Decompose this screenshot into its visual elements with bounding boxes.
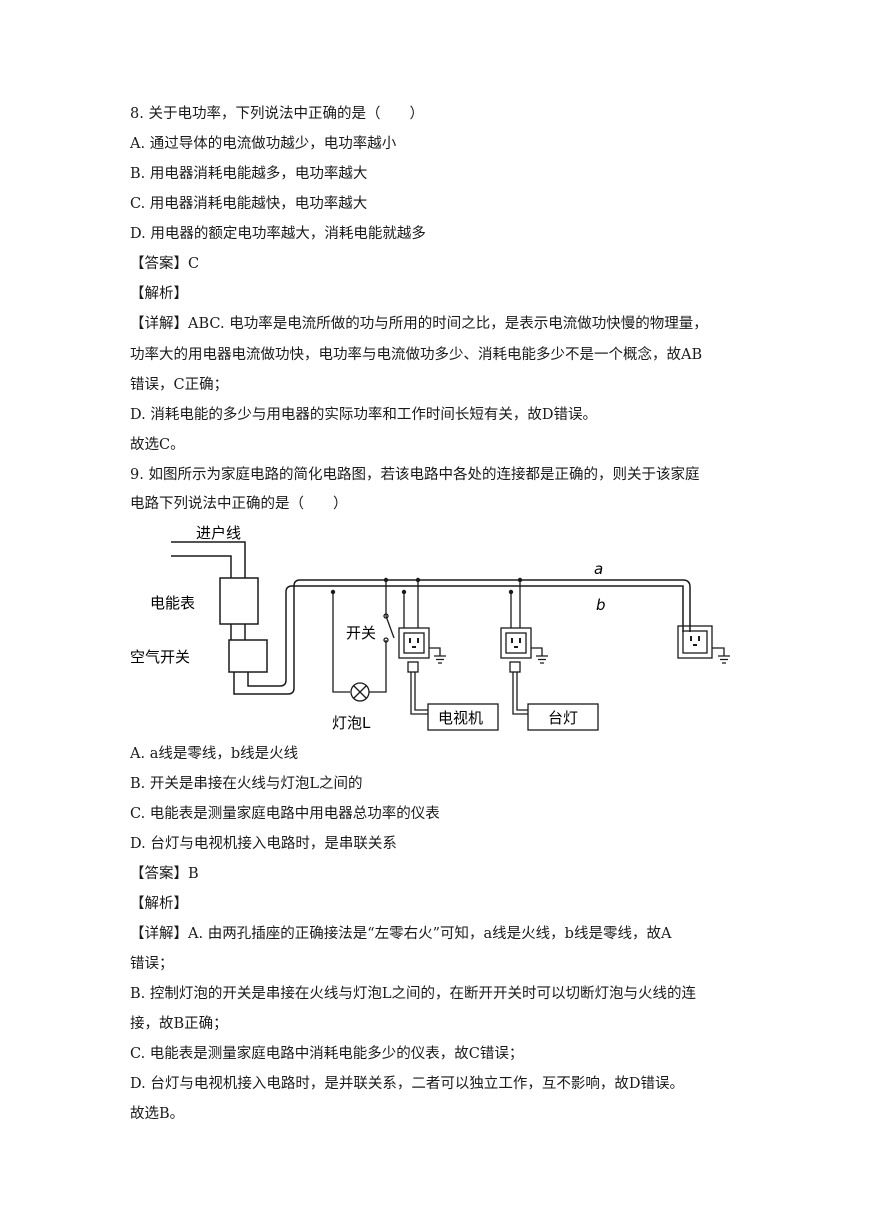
q9-option-d: D. 台灯与电视机接入电路时，是串联关系 — [130, 836, 397, 852]
q9-detail-line-2: 错误； — [130, 956, 174, 972]
q8-detail-line-2: 功率大的用电器电流做功快，电功率与电流做功多少、消耗电能多少不是一个概念，故AB — [130, 347, 703, 363]
q8-option-c: C. 用电器消耗电能越快，电功率越大 — [130, 196, 368, 212]
q8-detail-line-3: 错误，C正确； — [130, 377, 229, 393]
q8-answer: 【答案】C — [130, 256, 200, 272]
label-switch: 开关 — [346, 624, 376, 642]
label-breaker: 空气开关 — [130, 648, 190, 666]
q8-analysis-label: 【解析】 — [130, 286, 188, 302]
q9-analysis-label: 【解析】 — [130, 896, 188, 912]
q9-answer: 【答案】B — [130, 866, 199, 882]
q8-detail-line-4: D. 消耗电能的多少与用电器的实际功率和工作时间长短有关，故D错误。 — [130, 407, 597, 423]
label-wire-a: a — [594, 560, 603, 578]
label-incoming-line: 进户线 — [196, 524, 241, 542]
q9-stem-line-2: 电路下列说法中正确的是（ ） — [130, 496, 348, 512]
label-desk-lamp: 台灯 — [548, 709, 578, 727]
q8-option-b: B. 用电器消耗电能越多，电功率越大 — [130, 166, 368, 182]
q9-detail-line-1: 【详解】A. 由两孔插座的正确接法是“左零右火”可知，a线是火线，b线是零线，故… — [130, 926, 672, 942]
q9-detail-line-3: B. 控制灯泡的开关是串接在火线与灯泡L之间的，在断开开关时可以切断灯泡与火线的… — [130, 986, 696, 1002]
q9-detail-line-6: D. 台灯与电视机接入电路时，是并联关系，二者可以独立工作，互不影响，故D错误。 — [130, 1076, 684, 1092]
label-tv: 电视机 — [438, 709, 483, 727]
label-wire-b: b — [596, 596, 606, 614]
q9-detail-line-4: 接，故B正确； — [130, 1016, 228, 1032]
q8-detail-line-1: 【详解】ABC. 电功率是电流所做的功与所用的时间之比，是表示电流做功快慢的物理… — [130, 316, 708, 332]
q8-stem: 8. 关于电功率，下列说法中正确的是（ ） — [130, 106, 424, 122]
q9-detail-line-5: C. 电能表是测量家庭电路中消耗电能多少的仪表，故C错误； — [130, 1046, 524, 1062]
label-bulb: 灯泡L — [332, 714, 371, 732]
q8-option-d: D. 用电器的额定电功率越大，消耗电能就越多 — [130, 226, 426, 242]
q9-detail-line-7: 故选B。 — [130, 1106, 185, 1122]
circuit-diagram: 进户线 电能表 空气开关 a b — [130, 524, 730, 732]
q9-option-c: C. 电能表是测量家庭电路中用电器总功率的仪表 — [130, 806, 440, 822]
q8-option-a: A. 通过导体的电流做功越少，电功率越小 — [130, 136, 397, 152]
q9-stem-line-1: 9. 如图所示为家庭电路的简化电路图，若该电路中各处的连接都是正确的，则关于该家… — [130, 467, 700, 483]
q8-detail-line-5: 故选C。 — [130, 437, 185, 453]
label-meter: 电能表 — [150, 594, 195, 612]
q9-option-b: B. 开关是串接在火线与灯泡L之间的 — [130, 776, 363, 792]
q9-option-a: A. a线是零线，b线是火线 — [130, 746, 299, 762]
